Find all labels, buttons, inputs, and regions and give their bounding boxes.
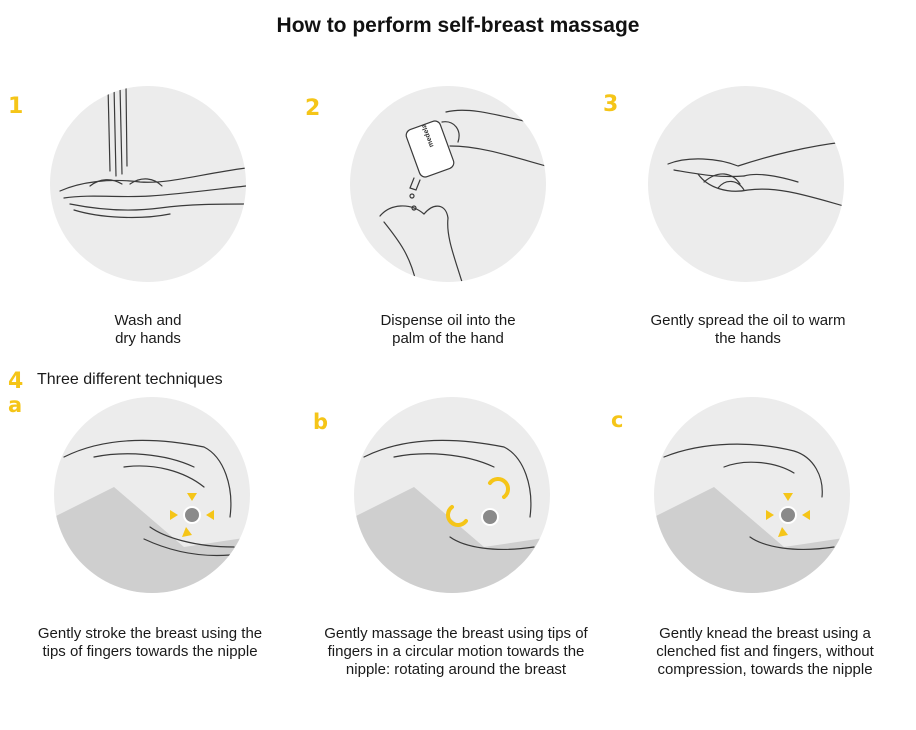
technique-c-letter: c: [611, 408, 624, 432]
technique-c-caption: Gently knead the breast using a clenched…: [656, 625, 874, 678]
wash-hands-icon: [59, 86, 246, 219]
step-1-caption: Wash and dry hands: [114, 312, 182, 347]
step-3-illustration: [648, 86, 844, 282]
step-1-illustration: [50, 86, 246, 282]
technique-a-illustration: [54, 397, 250, 593]
rub-hands-icon: [667, 141, 844, 207]
technique-b-caption: Gently massage the breast using tips of …: [324, 625, 588, 678]
technique-b-illustration: [354, 397, 550, 593]
step-4-number: 4: [8, 369, 24, 394]
page-title: How to perform self-breast massage: [276, 14, 640, 37]
technique-b-letter: b: [313, 410, 329, 434]
step-3-number: 3: [603, 92, 619, 117]
step-2-illustration: medela: [350, 86, 546, 282]
step-4-heading: Three different techniques: [37, 371, 223, 388]
circular-massage-icon: [354, 439, 550, 593]
step-3-caption: Gently spread the oil to warm the hands: [650, 312, 846, 347]
technique-c-illustration: [654, 397, 850, 593]
technique-a-caption: Gently stroke the breast using the tips …: [37, 625, 263, 660]
oil-bottle-icon: [379, 109, 546, 282]
step-1-number: 1: [8, 94, 24, 119]
knead-breast-icon: [654, 443, 850, 593]
step-2-number: 2: [305, 96, 321, 121]
technique-a-letter: a: [8, 393, 23, 417]
stroke-breast-icon: [54, 439, 250, 593]
step-2-caption: Dispense oil into the palm of the hand: [380, 312, 516, 347]
